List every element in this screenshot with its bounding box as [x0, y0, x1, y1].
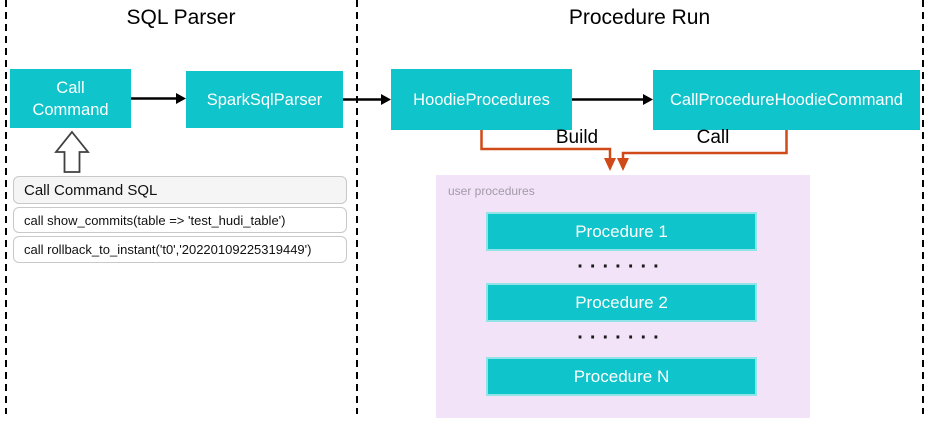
node-procedure-n: Procedure N: [486, 357, 757, 396]
arrow-parser-to-hoodieprocedures: [343, 94, 391, 105]
hollow-up-arrow: [54, 130, 90, 173]
node-procedure-2: Procedure 2: [486, 283, 757, 322]
right-dashed-divider: [922, 0, 924, 414]
ellipsis-dots: ·······: [577, 256, 666, 278]
middle-dashed-divider: [356, 0, 358, 414]
section-title-sql-parser: SQL Parser: [126, 6, 236, 29]
user-procedures-container: user procedures Procedure 1 ······· Proc…: [436, 175, 810, 418]
node-call-procedure-hoodie-command: CallProcedureHoodieCommand: [653, 70, 920, 130]
left-dashed-divider: [5, 0, 7, 414]
build-edge-label: Build: [555, 127, 599, 148]
section-title-procedure-run: Procedure Run: [568, 6, 711, 29]
node-spark-sql-parser: SparkSqlParser: [186, 71, 343, 128]
call-edge-label: Call: [696, 127, 730, 148]
node-hoodie-procedures: HoodieProcedures: [391, 69, 572, 130]
user-procedures-label: user procedures: [448, 184, 535, 198]
arrow-hoodieprocedures-to-callprocedure: [572, 94, 653, 105]
node-procedure-1: Procedure 1: [486, 212, 757, 251]
sql-list-row: call show_commits(table => 'test_hudi_ta…: [13, 207, 347, 233]
sql-list-header: Call Command SQL: [13, 176, 347, 204]
node-call-command: Call Command: [10, 69, 131, 128]
sql-list-row: call rollback_to_instant('t0','202201092…: [13, 236, 347, 263]
ellipsis-dots: ·······: [577, 327, 666, 349]
arrow-callcommand-to-parser: [131, 93, 186, 104]
